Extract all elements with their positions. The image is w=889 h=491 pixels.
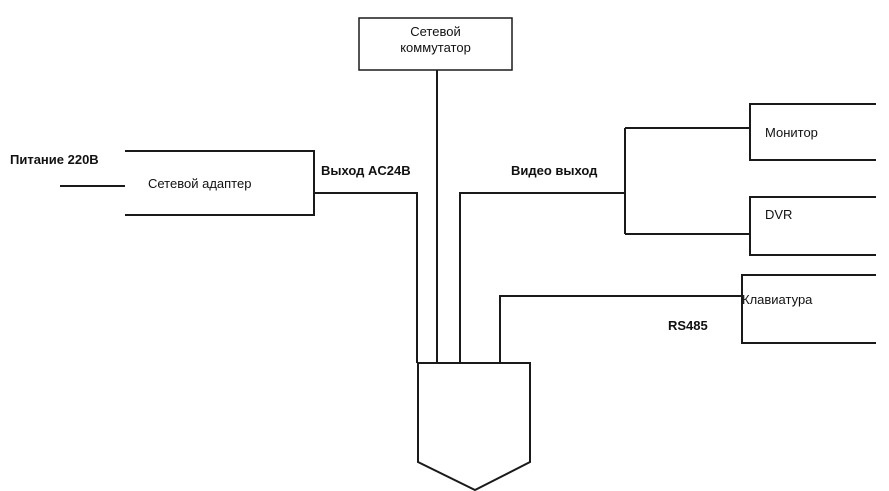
switch-label-line2: коммутатор — [400, 40, 471, 55]
power-label: Питание 220В — [10, 152, 99, 167]
rs485-line — [499, 295, 742, 363]
keyboard-box — [741, 274, 876, 344]
dvr-box — [749, 196, 876, 256]
switch-label-line1: Сетевой — [410, 24, 461, 39]
adapter-box — [125, 150, 315, 216]
video-output-line — [459, 192, 625, 363]
ac-output-line — [314, 192, 418, 363]
dvr-label: DVR — [765, 207, 793, 222]
switch-label: Сетевой коммутатор — [359, 24, 512, 56]
video-output-label: Видео выход — [511, 163, 598, 178]
adapter-label: Сетевой адаптер — [148, 176, 252, 191]
monitor-label: Монитор — [765, 125, 818, 140]
monitor-box — [749, 103, 876, 161]
camera-body — [417, 362, 531, 491]
ac-output-label: Выход AC24В — [321, 163, 411, 178]
rs485-label: RS485 — [668, 318, 708, 333]
keyboard-label: Клавиатура — [742, 292, 813, 307]
switch-box — [358, 17, 513, 71]
